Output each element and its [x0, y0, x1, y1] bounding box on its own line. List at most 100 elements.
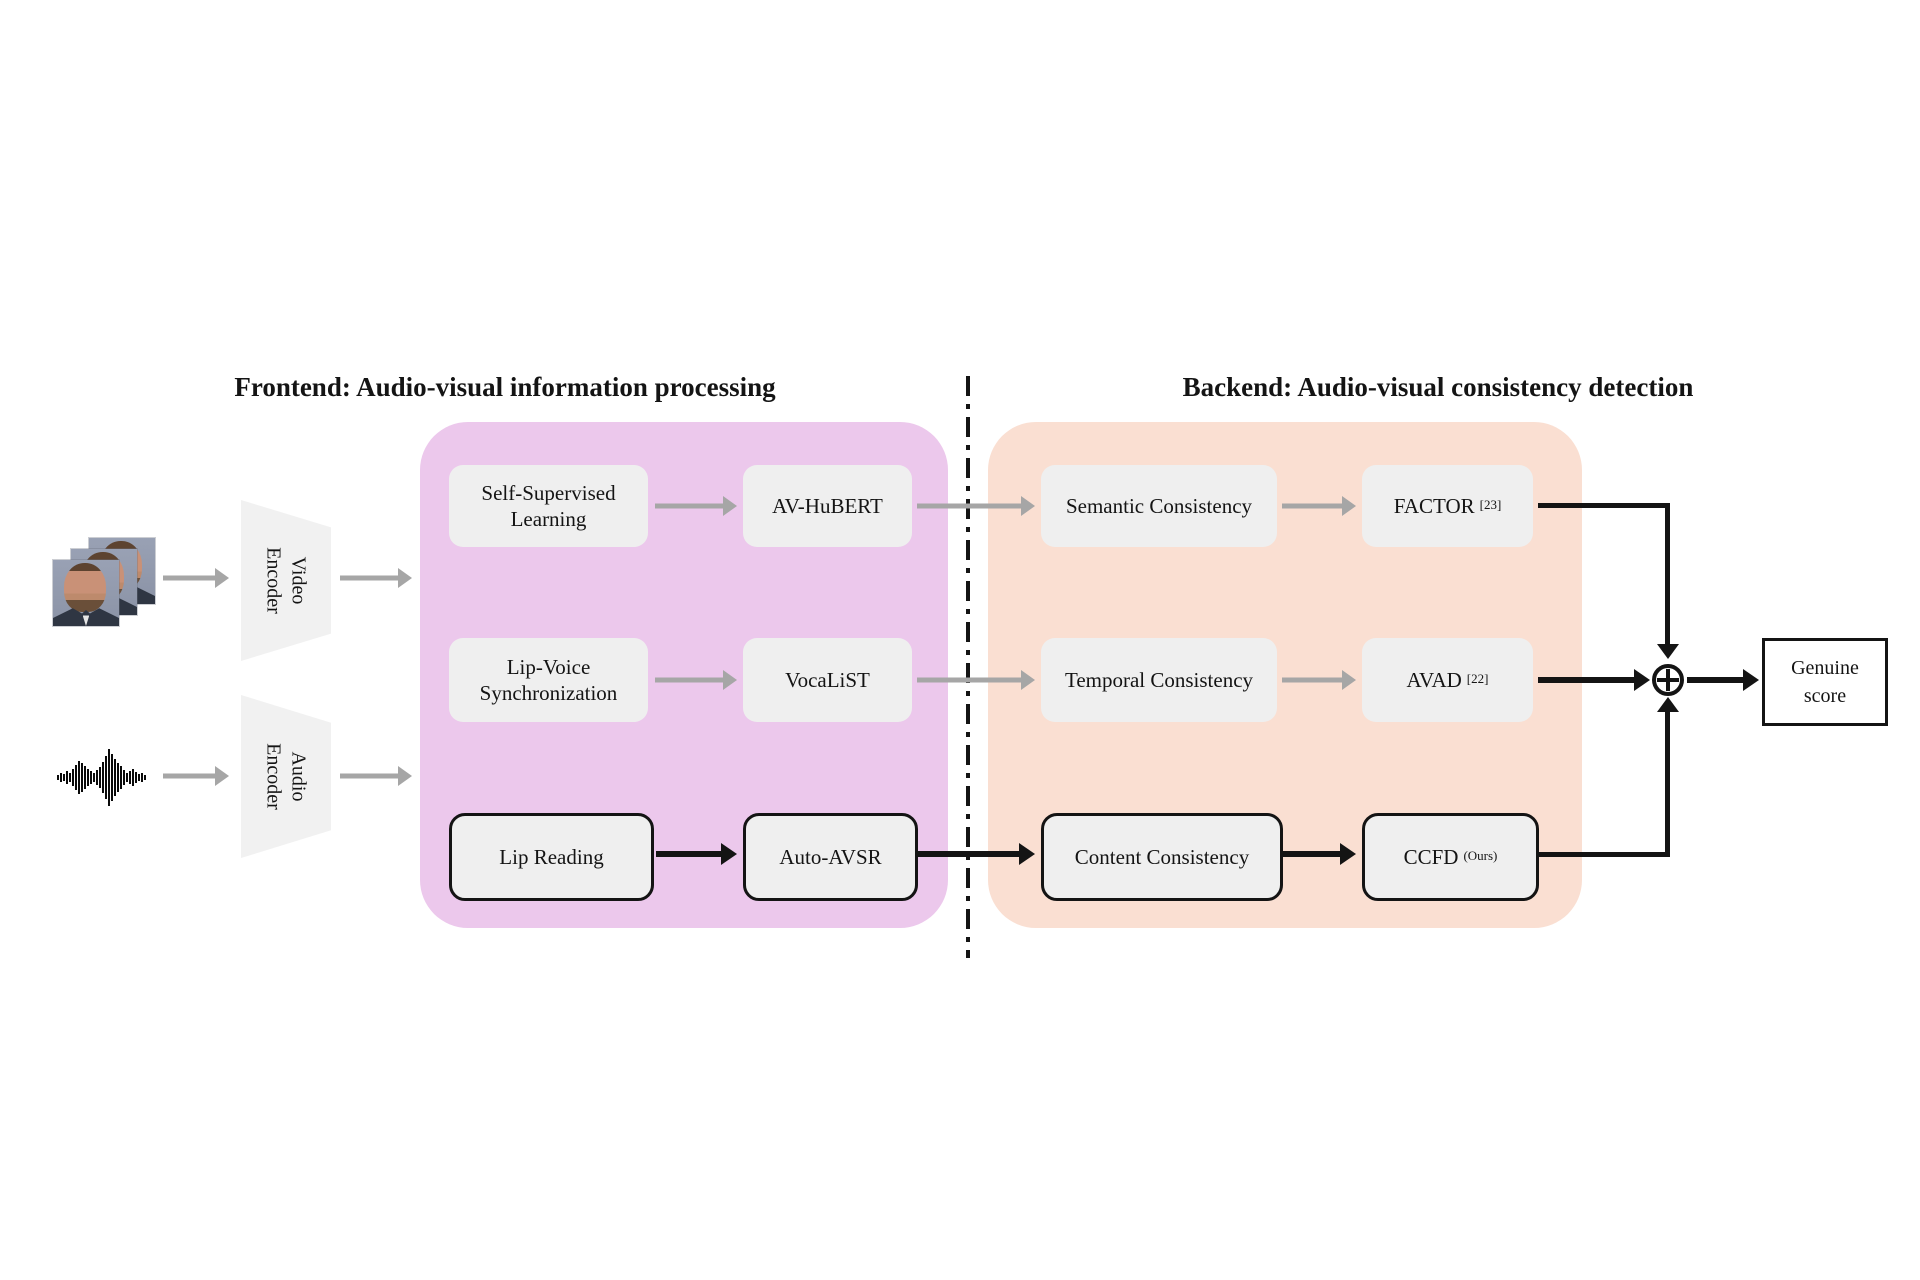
box-factor: FACTOR[23] [1362, 465, 1533, 547]
plus-vertical-bar [1666, 669, 1670, 691]
waveform-bar [72, 768, 74, 786]
face-shirt [82, 615, 90, 626]
factor-connector-horizontal [1538, 503, 1670, 508]
arrow-head [1342, 496, 1356, 516]
arrow-temporal-to-avad [1282, 669, 1356, 691]
waveform-bar [117, 762, 119, 792]
waveform-bar [105, 755, 107, 799]
waveform-bar [102, 761, 104, 793]
waveform-bar [135, 771, 137, 783]
box-ccfd: CCFD(Ours) [1362, 813, 1539, 901]
arrow-ssl-to-avhubert [655, 495, 737, 517]
ccfd-connector-horizontal [1538, 852, 1670, 857]
box-av-hubert: AV-HuBERT [743, 465, 912, 547]
box-auto-avsr: Auto-AVSR [743, 813, 918, 901]
ccfd-connector-arrowhead [1657, 697, 1679, 712]
arrow-head [215, 766, 229, 786]
box-vocalist: VocaLiST [743, 638, 912, 722]
arrow-head [398, 568, 412, 588]
box-content-consistency: Content Consistency [1041, 813, 1283, 901]
arrow-autoavsr-to-content [915, 843, 1035, 865]
arrow-vocalist-to-temporal [917, 669, 1035, 691]
arrow-shaft [163, 575, 216, 581]
factor-ref: [23] [1479, 496, 1502, 512]
arrow-shaft [340, 575, 399, 581]
arrow-avad-to-fusion [1538, 669, 1650, 691]
arrow-shaft [1282, 503, 1343, 509]
box-temporal-consistency: Temporal Consistency [1041, 638, 1277, 722]
waveform-bar [63, 773, 65, 781]
arrow-shaft [1687, 677, 1744, 683]
arrow-head [1021, 496, 1035, 516]
audio-waveform-icon [57, 746, 153, 808]
arrow-lipreading-to-autoavsr [656, 843, 737, 865]
waveform-bar [132, 768, 134, 786]
waveform-bar [75, 764, 77, 790]
arrow-lipvoice-to-vocalist [655, 669, 737, 691]
waveform-bar [78, 760, 80, 794]
arrow-shaft [915, 851, 1020, 857]
ccfd-connector-vertical [1665, 712, 1670, 857]
arrow-shaft [163, 773, 216, 779]
arrow-shaft [655, 677, 724, 683]
waveform-bar [69, 772, 71, 782]
arrow-head [1634, 669, 1650, 691]
arrow-head [1743, 669, 1759, 691]
frontend-backend-divider-line [966, 376, 970, 958]
box-self-supervised-learning: Self-Supervised Learning [449, 465, 648, 547]
arrow-frames-to-video-encoder [163, 567, 229, 589]
waveform-bar [120, 765, 122, 789]
arrow-head [1340, 843, 1356, 865]
waveform-bar [90, 770, 92, 784]
face-head [64, 563, 107, 613]
box-avad: AVAD[22] [1362, 638, 1533, 722]
waveform-bar [123, 769, 125, 785]
waveform-bar [60, 772, 62, 782]
box-lip-voice-synchronization: Lip-Voice Synchronization [449, 638, 648, 722]
genuine-score-box: Genuine score [1762, 638, 1888, 726]
arrow-shaft [1282, 677, 1343, 683]
arrow-content-to-ccfd [1282, 843, 1356, 865]
arrow-shaft [917, 677, 1022, 683]
arrow-head [723, 496, 737, 516]
arrow-head [398, 766, 412, 786]
arrow-semantic-to-factor [1282, 495, 1356, 517]
avad-label: AVAD [1406, 667, 1462, 692]
arrow-shaft [655, 503, 724, 509]
ccfd-label: CCFD [1403, 844, 1459, 869]
face-frames-icon [53, 538, 155, 628]
arrow-video-encoder-out [340, 567, 412, 589]
waveform-bar [144, 774, 146, 780]
waveform-bar [129, 770, 131, 784]
factor-connector-arrowhead [1657, 644, 1679, 659]
waveform-bar [126, 772, 128, 782]
waveform-bar [81, 762, 83, 792]
arrow-shaft [1282, 851, 1341, 857]
arrow-waveform-to-audio-encoder [163, 765, 229, 787]
waveform-bar [138, 773, 140, 781]
arrow-head [1019, 843, 1035, 865]
factor-label: FACTOR [1393, 493, 1475, 518]
circled-plus-icon [1652, 664, 1684, 696]
arrow-shaft [1538, 677, 1635, 683]
arrow-audio-encoder-out [340, 765, 412, 787]
arrow-fusion-to-output [1687, 669, 1759, 691]
waveform-bar [66, 770, 68, 784]
backend-title: Backend: Audio-visual consistency detect… [1182, 372, 1694, 402]
waveform-bar [87, 768, 89, 786]
arrow-head [215, 568, 229, 588]
waveform-bar [114, 758, 116, 796]
arrow-shaft [340, 773, 399, 779]
arrow-shaft [656, 851, 722, 857]
factor-connector-vertical [1665, 503, 1670, 644]
audio-encoder-block: Audio Encoder [241, 695, 331, 858]
box-lip-reading: Lip Reading [449, 813, 654, 901]
face-frame-front [53, 560, 119, 626]
arrow-shaft [917, 503, 1022, 509]
arrow-avhubert-to-semantic [917, 495, 1035, 517]
waveform-bar [108, 748, 110, 806]
waveform-bar [57, 774, 59, 780]
box-semantic-consistency: Semantic Consistency [1041, 465, 1277, 547]
arrow-head [1342, 670, 1356, 690]
